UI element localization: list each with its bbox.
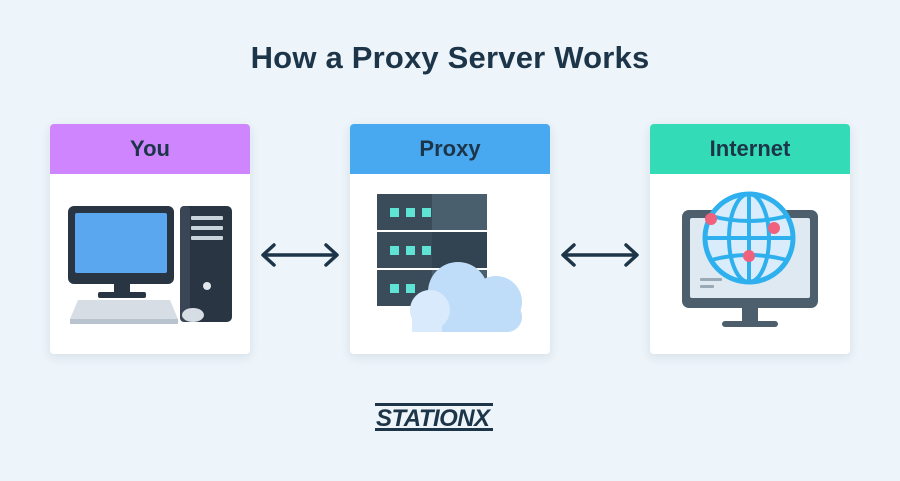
server-cloud-icon <box>377 194 522 332</box>
node-internet-label: Internet <box>709 136 791 161</box>
bidirectional-arrow-you-proxy <box>261 243 339 267</box>
node-proxy-header: Proxy <box>350 124 550 174</box>
stationx-logo-text: STATIONX <box>376 405 492 432</box>
node-you-body <box>50 174 250 354</box>
stationx-logo: STATIONX <box>375 397 535 442</box>
bidirectional-arrow-proxy-internet <box>561 243 639 267</box>
node-you-header: You <box>50 124 250 174</box>
node-internet-body <box>650 174 850 354</box>
node-proxy: Proxy <box>350 124 550 354</box>
node-you: You <box>50 124 250 354</box>
node-internet: Internet <box>650 124 850 354</box>
desktop-computer-icon <box>68 206 232 324</box>
node-internet-header: Internet <box>650 124 850 174</box>
node-proxy-label: Proxy <box>419 136 481 161</box>
node-you-label: You <box>130 136 170 161</box>
node-proxy-body <box>350 174 550 354</box>
diagram-title: How a Proxy Server Works <box>250 40 650 75</box>
globe-monitor-icon <box>682 191 818 327</box>
stationx-logo-icon: STATIONX <box>375 403 493 432</box>
